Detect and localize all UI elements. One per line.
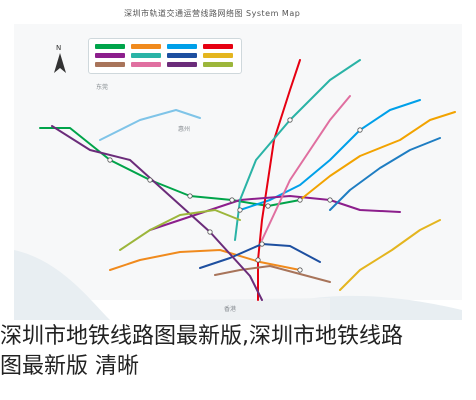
line-legend <box>88 38 242 74</box>
legend-swatch-line-4 <box>203 44 233 49</box>
legend-swatch-line-1 <box>95 44 125 49</box>
legend-swatch-line-8 <box>203 53 233 58</box>
compass-label: N <box>56 44 62 52</box>
legend-swatch-line-2 <box>131 44 161 49</box>
metro-line-14 <box>299 111 456 201</box>
metro-line-20 <box>99 109 201 141</box>
region-label-hongkong: 香港 <box>224 306 237 313</box>
interchange-station <box>297 197 303 203</box>
legend-swatch-line-12 <box>203 62 233 67</box>
caption-line-2: 图最新版 清晰 <box>0 354 139 379</box>
legend-swatch-line-9 <box>95 62 125 67</box>
metro-line-3 <box>239 99 421 211</box>
map-title: 深圳市轨道交通运营线路网络图 System Map <box>124 9 301 18</box>
interchange-station <box>327 197 333 203</box>
metro-line-16 <box>329 137 441 211</box>
hongkong-area <box>170 298 330 320</box>
interchange-station <box>255 257 261 263</box>
interchange-station <box>357 127 363 133</box>
region-label-huizhou: 惠州 <box>178 126 191 133</box>
interchange-station <box>237 207 243 213</box>
region-label-dongguan: 东莞 <box>96 84 109 91</box>
legend-swatch-line-7 <box>167 53 197 58</box>
legend-swatch-line-3 <box>167 44 197 49</box>
compass: N <box>52 44 68 75</box>
interchange-station <box>107 157 113 163</box>
north-arrow-icon <box>54 53 66 73</box>
legend-swatch-line-6 <box>131 53 161 58</box>
interchange-station <box>265 203 271 209</box>
metro-stations <box>107 117 363 273</box>
interchange-station <box>147 177 153 183</box>
metro-line-8 <box>339 219 441 291</box>
legend-swatch-line-5 <box>95 53 125 58</box>
caption-line-1: 深圳市地铁线路图最新版,深圳市地铁线路 <box>0 324 403 349</box>
metro-line-12 <box>119 209 241 251</box>
legend-swatch-line-10 <box>131 62 161 67</box>
interchange-station <box>187 193 193 199</box>
interchange-station <box>207 229 213 235</box>
interchange-station <box>297 267 303 273</box>
metro-line-1 <box>39 127 301 207</box>
interchange-station <box>259 241 265 247</box>
metro-line-2 <box>109 249 301 271</box>
metro-line-11 <box>51 125 263 301</box>
image-caption: 深圳市地铁线路图最新版,深圳市地铁线路 图最新版 清晰 <box>0 322 476 382</box>
land-area <box>14 24 462 300</box>
interchange-station <box>287 117 293 123</box>
metro-line-10 <box>261 95 351 241</box>
interchange-station <box>229 197 235 203</box>
metro-line-6 <box>234 59 361 241</box>
sea-area-east <box>300 295 462 320</box>
metro-line-9 <box>214 265 331 283</box>
metro-line-5 <box>149 195 401 231</box>
sea-area-west <box>14 250 110 320</box>
legend-swatch-line-11 <box>167 62 197 67</box>
